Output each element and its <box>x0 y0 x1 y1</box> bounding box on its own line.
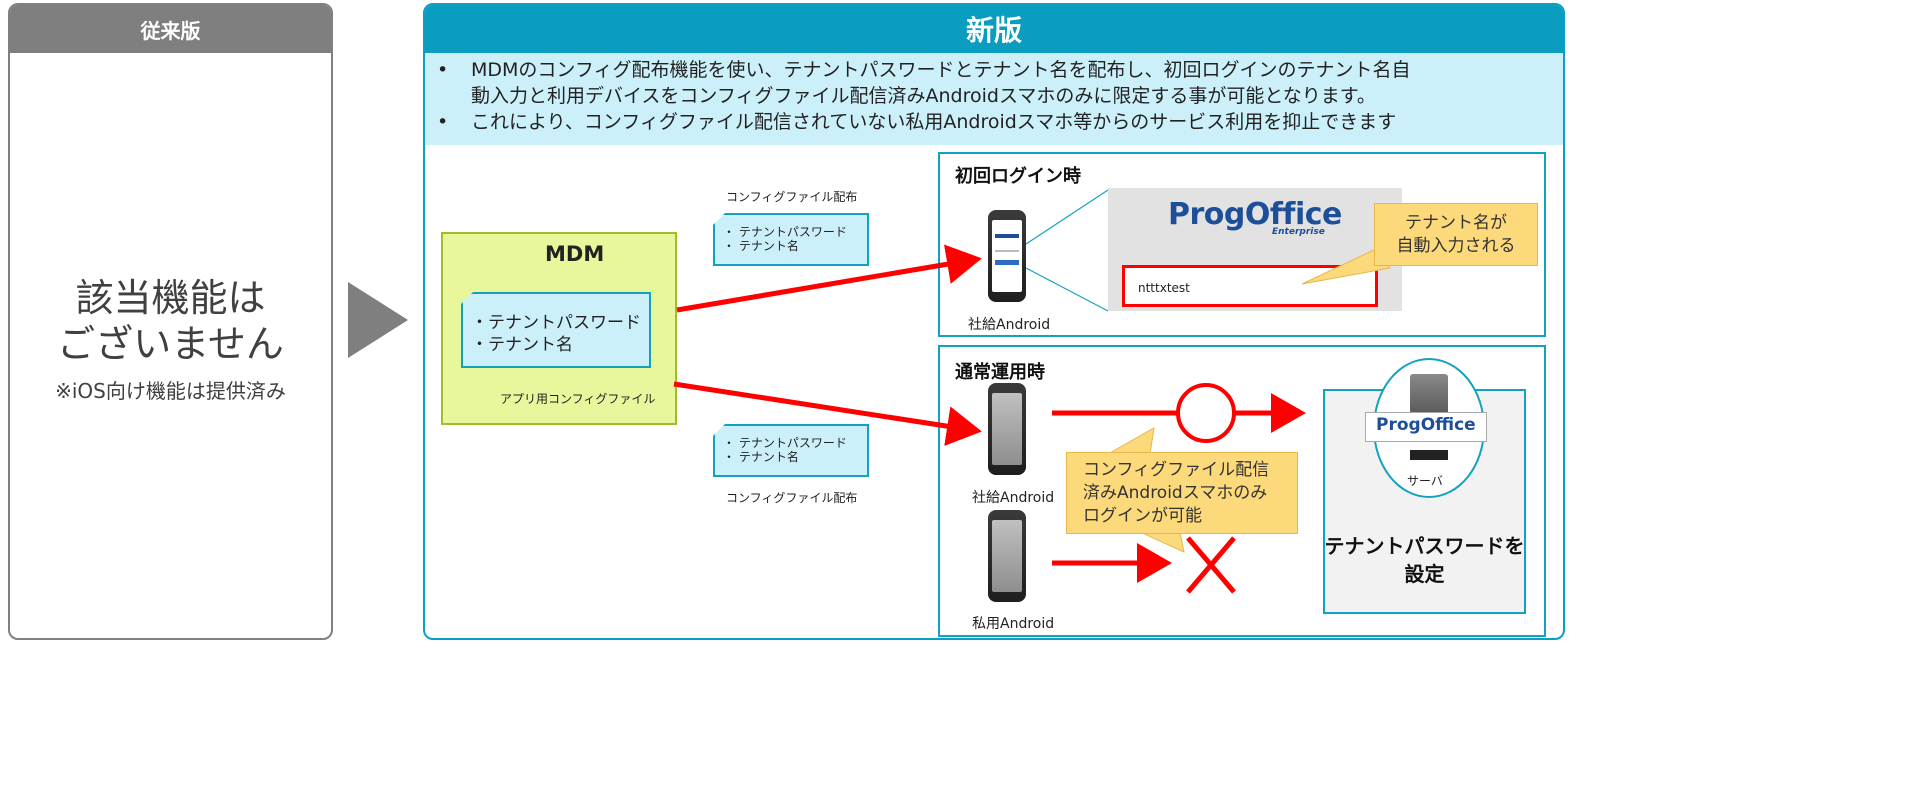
config-item: ・テナント名 <box>471 335 573 355</box>
bullet-line: これにより、コンフィグファイル配信されていない私用Androidスマホ等からのサ… <box>471 111 1397 133</box>
new-version-header: 新版 <box>425 5 1563 53</box>
server-caption-line: テナントパスワードを <box>1324 534 1525 558</box>
distribution-label-top: コンフィグファイル配布 <box>726 190 858 204</box>
play-arrow-icon <box>348 282 408 358</box>
legacy-main-line2: ございません <box>57 322 284 366</box>
restriction-callout: コンフィグファイル配信 済みAndroidスマホのみ ログインが可能 <box>1066 452 1298 534</box>
server-caption: テナントパスワードを 設定 <box>1323 532 1526 588</box>
callout-line: ログインが可能 <box>1083 506 1202 526</box>
progoffice-logo: ProgOffice <box>1168 197 1342 232</box>
distribution-doc-top: ・ テナントパスワード ・ テナント名 <box>713 213 869 266</box>
doc-item: ・ テナント名 <box>723 239 799 253</box>
first-login-title: 初回ログイン時 <box>955 166 1081 187</box>
config-item: ・テナントパスワード <box>471 313 641 333</box>
config-file-label: アプリ用コンフィグファイル <box>500 392 656 406</box>
legacy-main-text: 該当機能は ございません <box>10 275 331 367</box>
zoom-line <box>1025 267 1109 312</box>
bullet-line: MDMのコンフィグ配布機能を使い、テナントパスワードとテナント名を配布し、初回ロ… <box>471 59 1411 81</box>
cross-ng-icon <box>1186 536 1236 594</box>
bullet-item: • これにより、コンフィグファイル配信されていない私用Androidスマホ等から… <box>437 109 1553 135</box>
progoffice-logo-sub: Enterprise <box>1272 227 1325 237</box>
bullet-dot: • <box>437 59 449 81</box>
server-panel <box>1323 389 1526 614</box>
circle-ok-icon <box>1176 383 1236 443</box>
device-label-corporate: 社給Android <box>968 317 1051 333</box>
server-logo-box <box>1365 412 1487 442</box>
bullet-item: • MDMのコンフィグ配布機能を使い、テナントパスワードとテナント名を配布し、初… <box>437 57 1553 109</box>
bullet-dot: • <box>437 111 449 133</box>
phone-icon <box>988 383 1026 475</box>
normal-operation-title: 通常運用時 <box>955 362 1045 383</box>
callout-line: テナント名が <box>1405 213 1507 233</box>
zoom-line <box>1025 189 1109 245</box>
legacy-note: ※iOS向け機能は提供済み <box>55 379 286 403</box>
legacy-panel: 従来版 該当機能は ございません ※iOS向け機能は提供済み <box>8 3 333 640</box>
phone-icon <box>988 510 1026 602</box>
server-logo: ProgOffice <box>1376 415 1476 435</box>
autofill-callout: テナント名が 自動入力される <box>1374 203 1538 266</box>
legacy-main-line1: 該当機能は <box>75 276 266 320</box>
distribution-label-bottom: コンフィグファイル配布 <box>726 491 858 505</box>
phone-icon <box>988 210 1026 302</box>
server-label: サーバ <box>1407 474 1443 488</box>
tenant-input-value: ntttxtest <box>1138 281 1190 295</box>
callout-line: コンフィグファイル配信 <box>1083 460 1270 480</box>
legacy-header: 従来版 <box>10 5 331 53</box>
doc-item: ・ テナントパスワード <box>723 436 847 450</box>
doc-item: ・ テナント名 <box>723 450 799 464</box>
callout-tail <box>1106 427 1155 455</box>
distribution-arrow <box>676 244 982 313</box>
callout-line: 自動入力される <box>1396 236 1516 256</box>
callout-line: 済みAndroidスマホのみ <box>1083 483 1268 503</box>
config-file-doc: ・テナントパスワード ・テナント名 <box>461 292 651 368</box>
distribution-doc-bottom: ・ テナントパスワード ・ テナント名 <box>713 424 869 477</box>
summary-bullets: • MDMのコンフィグ配布機能を使い、テナントパスワードとテナント名を配布し、初… <box>425 53 1563 145</box>
device-label-corporate: 社給Android <box>972 490 1055 506</box>
device-label-private: 私用Android <box>972 616 1055 632</box>
callout-tail <box>1139 531 1185 553</box>
distribution-arrow <box>673 381 982 446</box>
mdm-title: MDM <box>545 242 605 266</box>
bullet-line: 動入力と利用デバイスをコンフィグファイル配信済みAndroidスマホのみに限定す… <box>471 85 1376 107</box>
diagram-overlay <box>673 189 1391 594</box>
server-caption-line: 設定 <box>1404 562 1445 586</box>
tenant-input <box>1122 265 1378 307</box>
doc-item: ・ テナントパスワード <box>723 225 847 239</box>
